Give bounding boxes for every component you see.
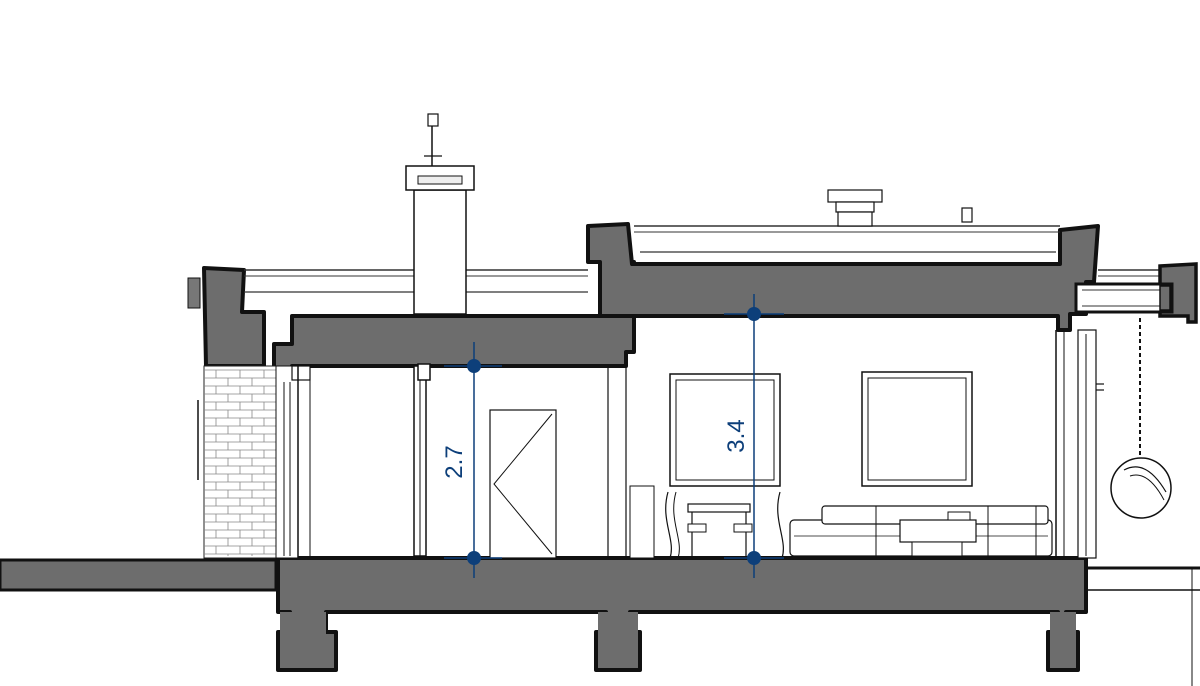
painting-left bbox=[669, 373, 781, 487]
ground-line-left bbox=[0, 558, 278, 592]
left-parapet bbox=[202, 266, 266, 368]
dimension-left-room: 2.7 bbox=[441, 342, 502, 578]
foundation-middle bbox=[598, 612, 638, 668]
interior-walls bbox=[297, 329, 1097, 559]
painting-right bbox=[861, 371, 973, 487]
floor-slab bbox=[276, 556, 1088, 672]
interior-door bbox=[489, 409, 557, 559]
roof-hatch bbox=[961, 207, 973, 223]
hanging-chair bbox=[1096, 318, 1172, 519]
dining-set bbox=[629, 485, 784, 559]
ground-line-right bbox=[1088, 566, 1200, 686]
dimension-label-left: 2.7 bbox=[441, 445, 468, 478]
roof-vent bbox=[827, 189, 883, 227]
high-roof-slab bbox=[586, 222, 1100, 332]
dimension-right-room: 3.4 bbox=[723, 294, 784, 578]
foundation-left bbox=[280, 612, 326, 668]
foundation-right bbox=[1050, 612, 1076, 668]
sofa bbox=[789, 505, 1053, 557]
right-canopy bbox=[1074, 262, 1198, 324]
entrance-door-frame bbox=[275, 365, 311, 559]
dimension-label-right: 3.4 bbox=[723, 419, 750, 452]
brick-wall bbox=[197, 365, 277, 559]
left-parapet-tab bbox=[187, 277, 201, 309]
chimney bbox=[405, 113, 475, 315]
